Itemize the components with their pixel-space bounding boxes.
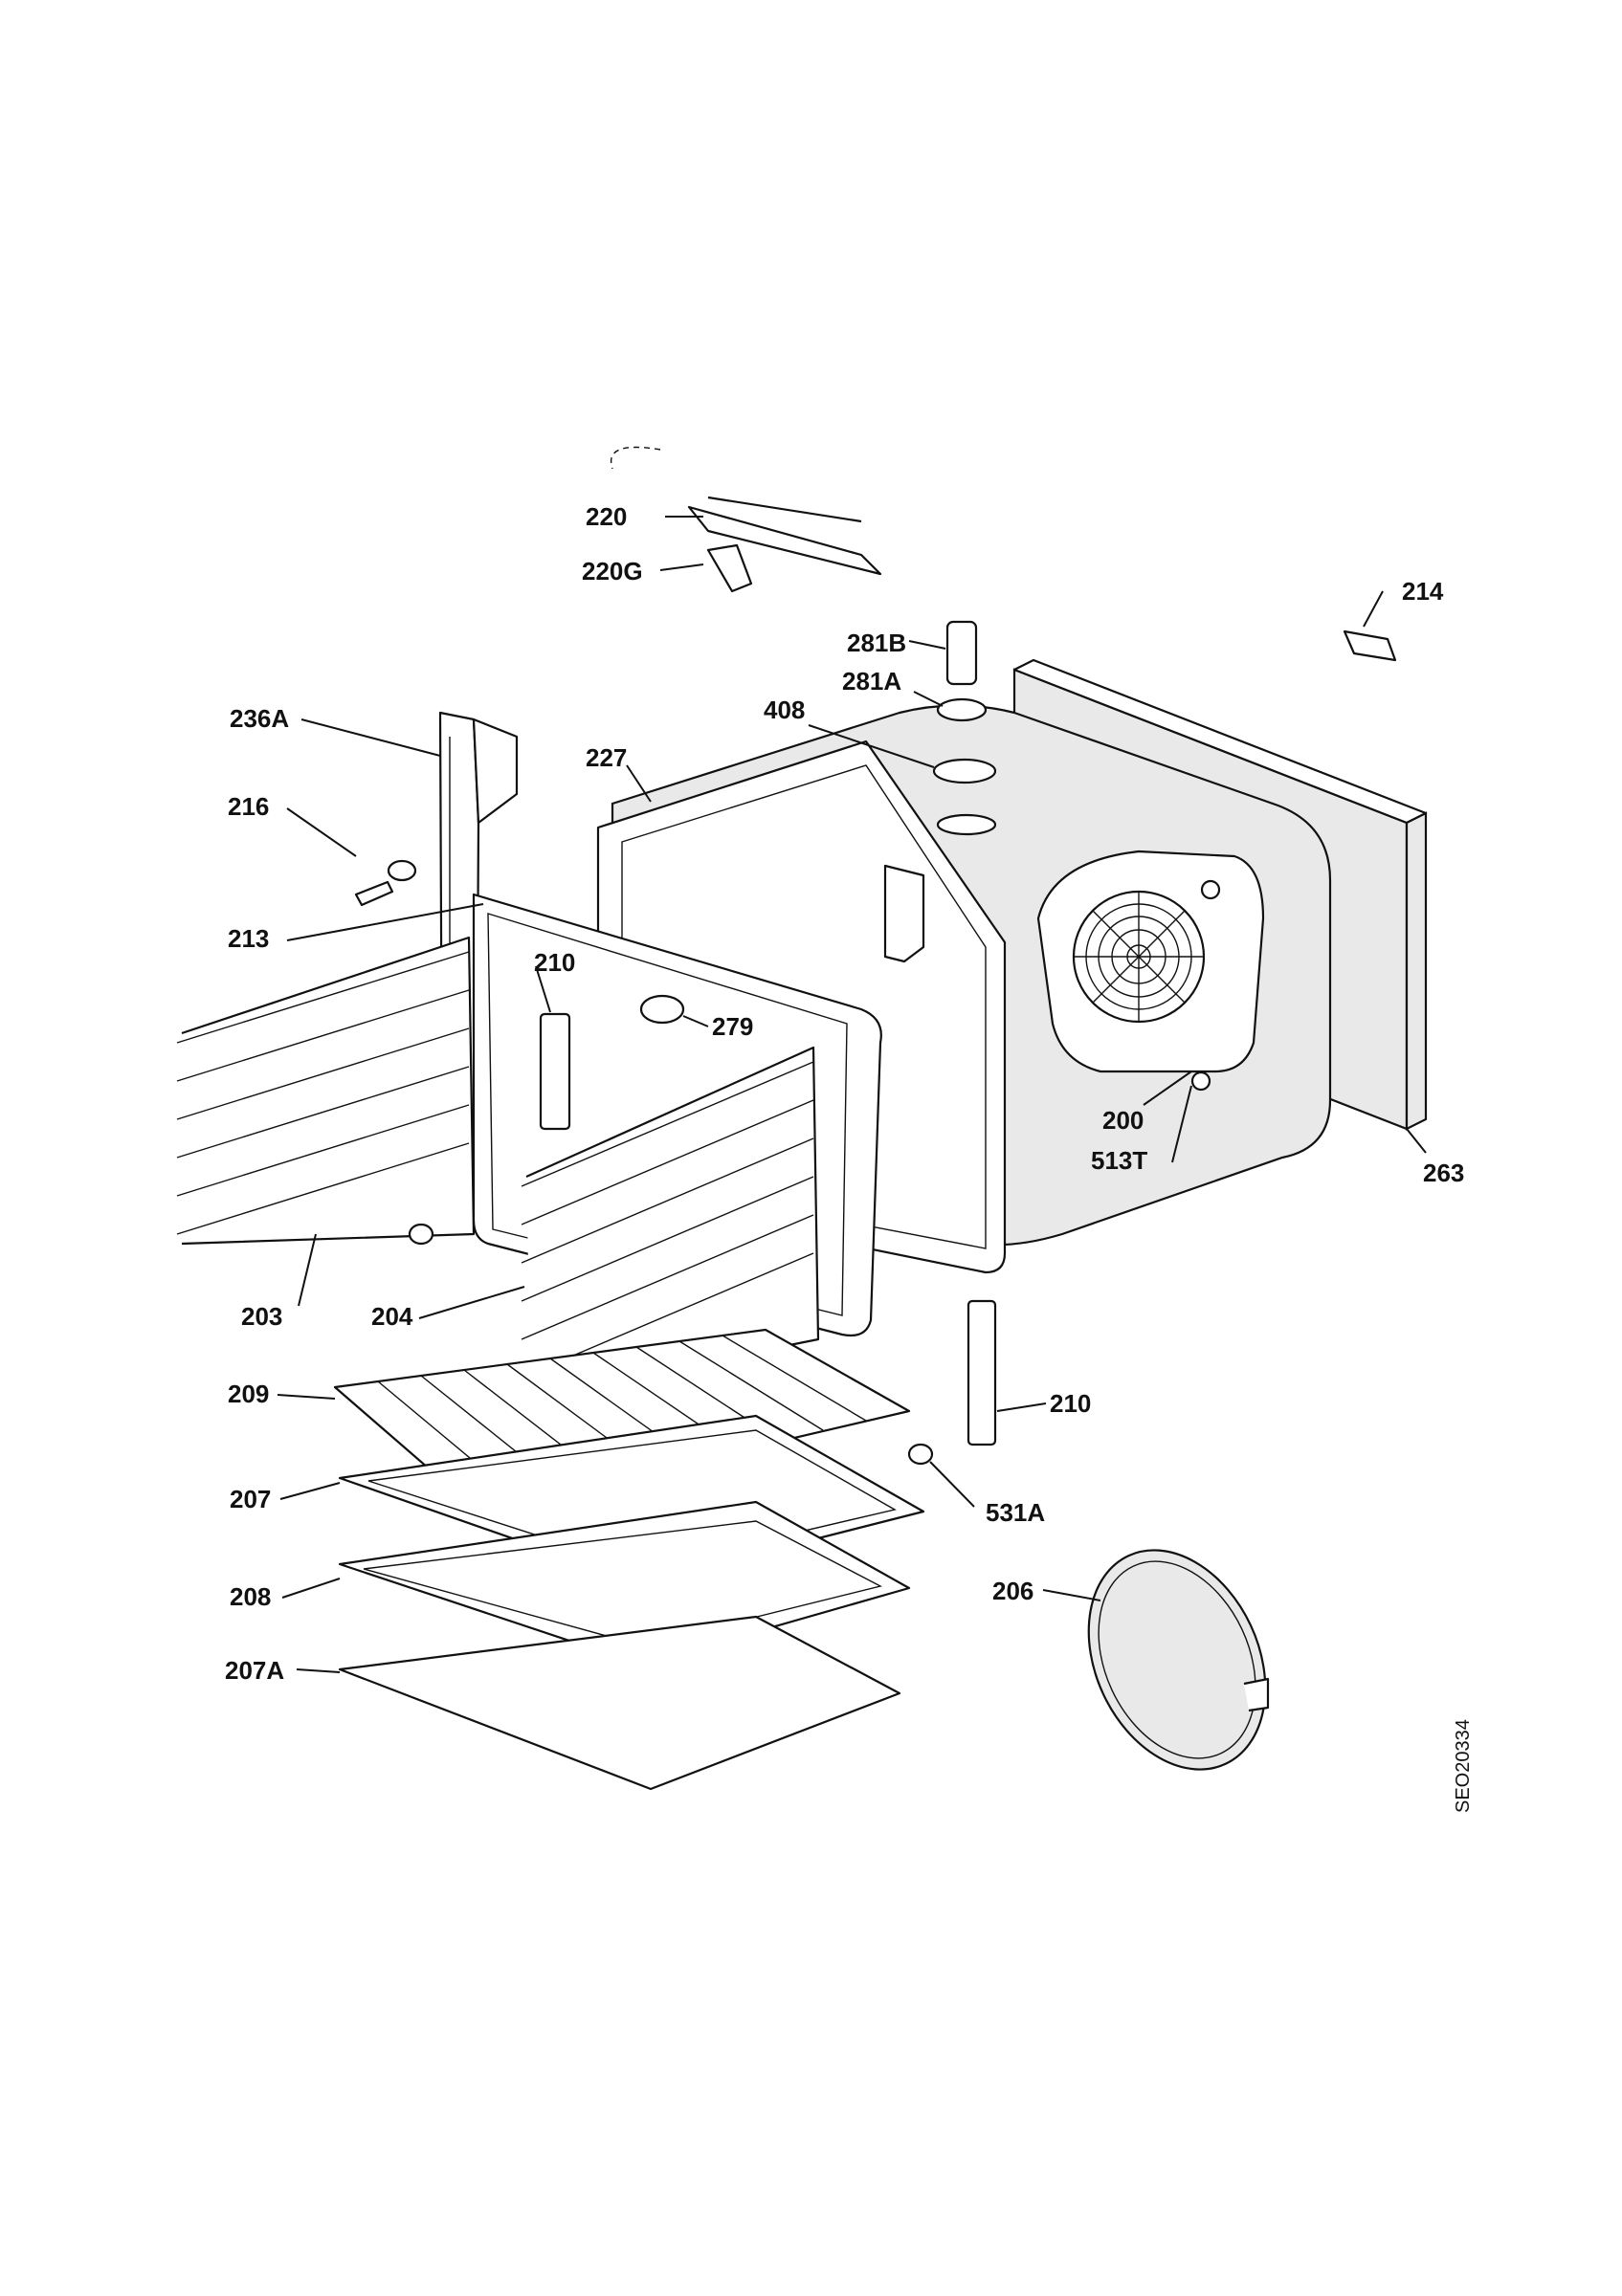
callout-204: 204 bbox=[371, 1302, 413, 1331]
callout-408: 408 bbox=[764, 695, 805, 724]
callout-200: 200 bbox=[1102, 1106, 1144, 1135]
screw-531A-left bbox=[408, 1223, 434, 1246]
callout-216: 216 bbox=[228, 792, 269, 821]
lamp-holder-281A bbox=[936, 697, 988, 722]
callout-236A: 236A bbox=[230, 704, 289, 733]
sensor-bracket-220 bbox=[610, 446, 882, 576]
callout-208: 208 bbox=[230, 1582, 271, 1611]
hinge-receiver-210-left bbox=[539, 1012, 571, 1131]
callout-214: 214 bbox=[1402, 577, 1444, 606]
grease-filter-206 bbox=[1087, 1549, 1270, 1771]
hinge-receiver-210-right bbox=[967, 1299, 997, 1446]
drawing-code: SEO20334 bbox=[1453, 1719, 1474, 1813]
callout-206: 206 bbox=[992, 1577, 1033, 1605]
screw-531A bbox=[907, 1443, 934, 1466]
callout-263: 263 bbox=[1423, 1159, 1464, 1187]
callout-279: 279 bbox=[712, 1012, 753, 1041]
tray-207A bbox=[338, 1615, 901, 1791]
callout-220G: 220G bbox=[582, 557, 643, 585]
gasket-408 bbox=[932, 758, 997, 784]
callout-210-left: 210 bbox=[534, 948, 575, 977]
callout-207A: 207A bbox=[225, 1656, 284, 1685]
callout-209: 209 bbox=[228, 1380, 269, 1408]
callout-203: 203 bbox=[241, 1302, 282, 1331]
clip-220G bbox=[706, 543, 753, 593]
callout-210-right: 210 bbox=[1050, 1389, 1091, 1418]
callout-513T: 513T bbox=[1091, 1146, 1147, 1175]
shelf-support-204 bbox=[521, 1046, 820, 1399]
callout-531A: 531A bbox=[986, 1498, 1045, 1527]
callout-281B: 281B bbox=[847, 629, 906, 657]
callout-207: 207 bbox=[230, 1485, 271, 1513]
callout-281A: 281A bbox=[842, 667, 901, 695]
lamp-glass-279 bbox=[639, 994, 685, 1025]
lamp-cover-281B bbox=[945, 620, 978, 686]
connector-214 bbox=[1343, 629, 1397, 662]
callout-labels: 220 220G 214 281B 281A 408 236A 227 216 … bbox=[225, 502, 1474, 1813]
shelf-support-203 bbox=[176, 936, 476, 1246]
leader-lines bbox=[277, 516, 1427, 1673]
callout-220: 220 bbox=[586, 502, 627, 531]
screw-216 bbox=[354, 859, 417, 907]
callout-213: 213 bbox=[228, 924, 269, 953]
callout-227: 227 bbox=[586, 743, 627, 772]
